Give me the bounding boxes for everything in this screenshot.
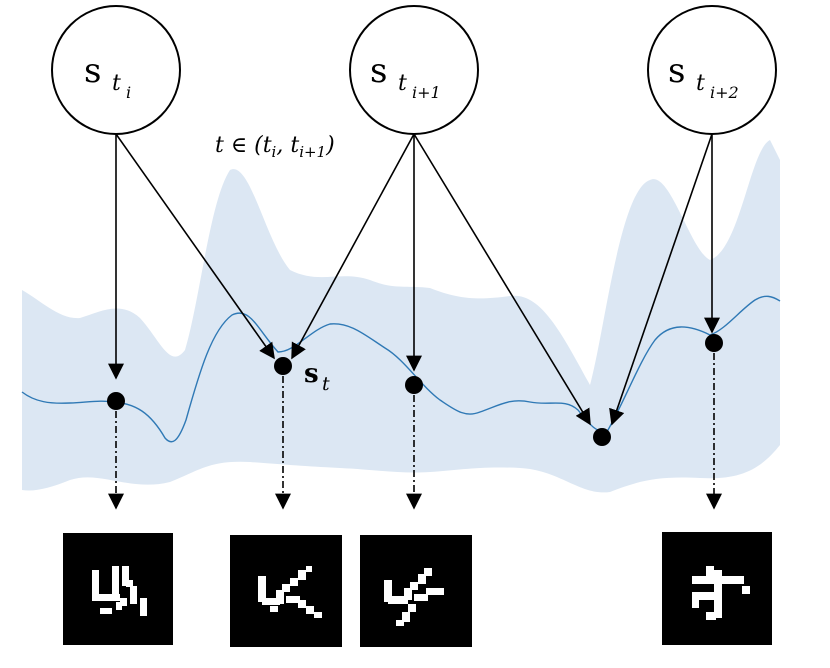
node-label: s <box>370 51 387 91</box>
latent-point-st <box>274 357 292 375</box>
arrow-ti2-to-z4 <box>609 133 713 426</box>
decoded-image-2 <box>230 535 342 647</box>
arrow-ti1-to-z4 <box>413 133 591 426</box>
node-subsubscript: i+1 <box>412 83 441 102</box>
decoded-image-1 <box>63 533 173 645</box>
latent-point <box>405 376 423 394</box>
generative-arrows <box>108 133 720 426</box>
node-subscript: t <box>112 71 121 96</box>
decoding-arrows <box>108 353 722 510</box>
latent-node-ti: s t i <box>51 5 181 135</box>
latent-point <box>705 334 723 352</box>
node-label: s <box>668 51 685 91</box>
handwritten-character-glyph <box>384 568 444 626</box>
svg-text:t: t <box>322 373 330 395</box>
handwritten-character-glyph <box>92 566 147 616</box>
interpolated-point-label: s t <box>304 359 330 395</box>
node-subscript: t <box>398 71 407 96</box>
handwritten-character-glyph <box>692 566 750 620</box>
interval-label: t ∈ (ti, ti+1) <box>215 133 335 161</box>
latent-node-ti2: s t i+2 <box>647 5 777 135</box>
arrow-ti-to-st <box>115 133 275 360</box>
decoded-image-4 <box>662 532 772 645</box>
svg-text:s: s <box>304 359 319 389</box>
uncertainty-band <box>22 140 780 493</box>
decoded-image-3 <box>360 535 472 647</box>
node-subsubscript: i+2 <box>710 83 739 102</box>
handwritten-character-glyph <box>258 566 322 618</box>
latent-point <box>107 392 125 410</box>
node-label: s <box>84 51 101 91</box>
latent-point <box>593 428 611 446</box>
node-subscript: t <box>696 71 705 96</box>
arrow-ti1-to-st <box>291 133 415 360</box>
node-subsubscript: i <box>126 83 131 102</box>
latent-node-ti1: s t i+1 <box>349 5 479 135</box>
latent-points <box>107 334 723 446</box>
